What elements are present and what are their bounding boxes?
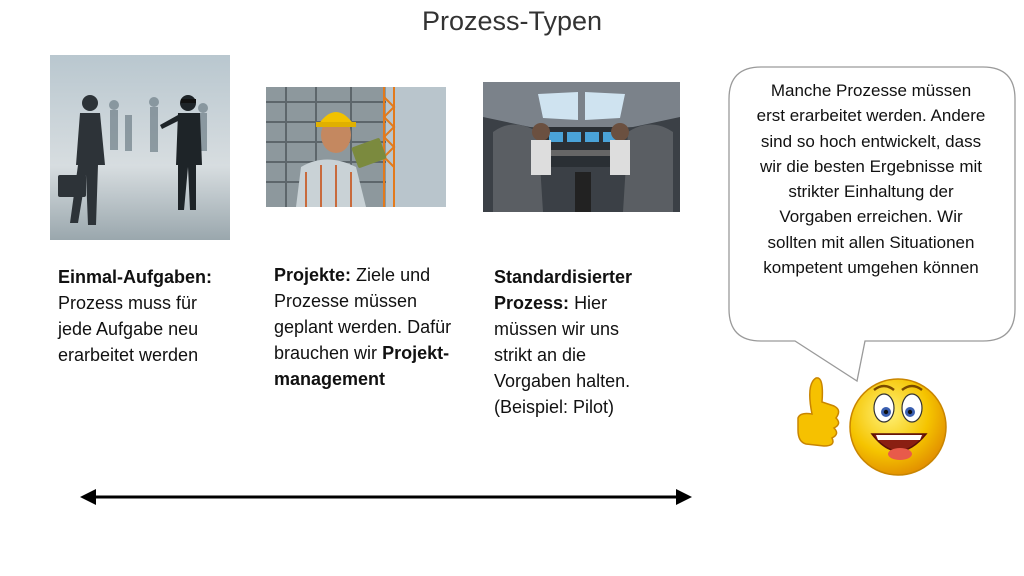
- column-emphasis: Projekt-management: [274, 343, 450, 389]
- thumbs-up-smiley-icon: [790, 372, 950, 477]
- speech-bubble: [725, 65, 1020, 385]
- column-standardisierter-prozess-text: Standardisierter Prozess: Hier müssen wi…: [494, 264, 654, 420]
- double-headed-arrow: [78, 484, 698, 510]
- blindfolded-businessman-photo: [50, 55, 230, 240]
- column-heading: Projekte:: [274, 265, 352, 285]
- column-heading: Einmal-Aufgaben:: [58, 267, 213, 287]
- speech-bubble-text: Manche Prozesse müssen erst erarbeitet w…: [756, 81, 986, 278]
- airplane-cockpit-pilots-photo: [483, 82, 680, 212]
- construction-worker-tablet-photo: [266, 87, 446, 207]
- slide-title: Prozess-Typen: [421, 6, 603, 36]
- column-description: Hier müssen wir uns strikt an die Vorgab…: [494, 293, 631, 417]
- column-projekte-text: Projekte: Ziele und Prozesse müssen gepl…: [274, 262, 452, 392]
- column-heading: Standardisierter Prozess:: [494, 267, 633, 313]
- column-einmal-aufgaben-text: Einmal-Aufgaben: Prozess muss für jede A…: [58, 264, 233, 368]
- column-description: Ziele und Prozesse müssen geplant werden…: [274, 265, 452, 363]
- column-description: Prozess muss für jede Aufgabe neu erarbe…: [58, 293, 199, 365]
